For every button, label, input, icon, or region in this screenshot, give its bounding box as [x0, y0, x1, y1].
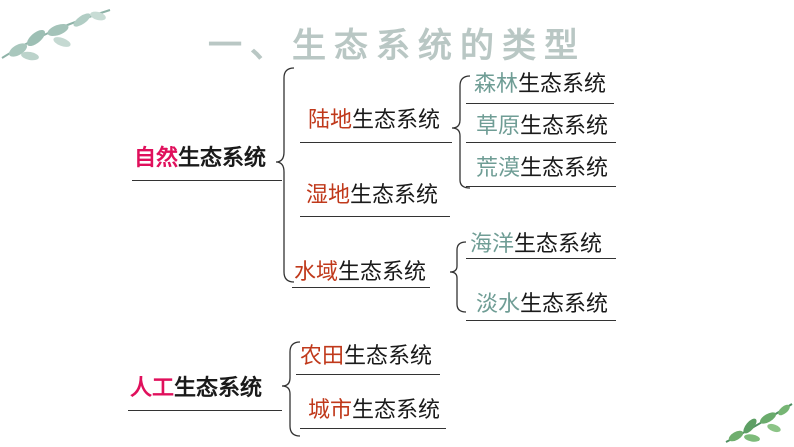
node-farmland-accent: 农田	[300, 344, 345, 369]
node-freshwater-rest: 生态系统	[520, 292, 609, 317]
page-title: 一、生态系统的类型	[208, 26, 586, 66]
node-land: 陆地生态系统	[308, 110, 440, 132]
leaf-sprig-bottom-right-icon	[725, 403, 793, 443]
underline-water	[292, 287, 430, 288]
node-ocean-rest: 生态系统	[514, 232, 603, 257]
underline-grassland	[466, 142, 616, 143]
node-ocean-accent: 海洋	[470, 232, 515, 257]
underline-ocean	[466, 258, 616, 259]
node-urban-rest: 生态系统	[352, 398, 441, 423]
underline-natural	[132, 180, 282, 181]
node-natural-accent: 自然	[134, 146, 179, 171]
node-water-rest: 生态系统	[338, 260, 427, 285]
node-urban-accent: 城市	[308, 398, 353, 423]
node-grassland: 草原生态系统	[476, 116, 608, 138]
underline-freshwater	[466, 320, 616, 321]
node-wetland-accent: 湿地	[306, 183, 351, 208]
node-farmland-rest: 生态系统	[344, 344, 433, 369]
node-artificial-rest: 生态系统	[174, 376, 263, 401]
node-grassland-rest: 生态系统	[520, 114, 609, 139]
underline-farmland	[296, 374, 440, 375]
node-desert-rest: 生态系统	[520, 156, 609, 181]
node-freshwater-accent: 淡水	[476, 292, 521, 317]
node-forest: 森林生态系统	[474, 74, 606, 96]
node-farmland: 农田生态系统	[300, 346, 432, 368]
node-grassland-accent: 草原	[476, 114, 521, 139]
underline-forest	[466, 103, 614, 104]
node-urban: 城市生态系统	[308, 400, 440, 422]
node-desert: 荒漠生态系统	[476, 158, 608, 180]
node-wetland: 湿地生态系统	[306, 185, 438, 207]
node-artificial: 人工生态系统	[130, 378, 262, 400]
underline-urban	[300, 428, 446, 429]
underline-artificial	[128, 410, 282, 411]
node-water: 水域生态系统	[294, 262, 426, 284]
leaf-sprig-top-left-icon	[1, 9, 111, 61]
node-land-rest: 生态系统	[352, 108, 441, 133]
node-natural: 自然生态系统	[134, 148, 266, 170]
node-artificial-accent: 人工	[130, 376, 175, 401]
node-land-accent: 陆地	[308, 108, 353, 133]
node-ocean: 海洋生态系统	[470, 234, 602, 256]
node-water-accent: 水域	[294, 260, 339, 285]
underline-desert	[466, 186, 616, 187]
node-forest-rest: 生态系统	[518, 72, 607, 97]
underline-land	[300, 142, 452, 143]
node-natural-rest: 生态系统	[178, 146, 267, 171]
node-freshwater: 淡水生态系统	[476, 294, 608, 316]
node-wetland-rest: 生态系统	[350, 183, 439, 208]
underline-wetland	[300, 216, 450, 217]
node-desert-accent: 荒漠	[476, 156, 521, 181]
node-forest-accent: 森林	[474, 72, 519, 97]
